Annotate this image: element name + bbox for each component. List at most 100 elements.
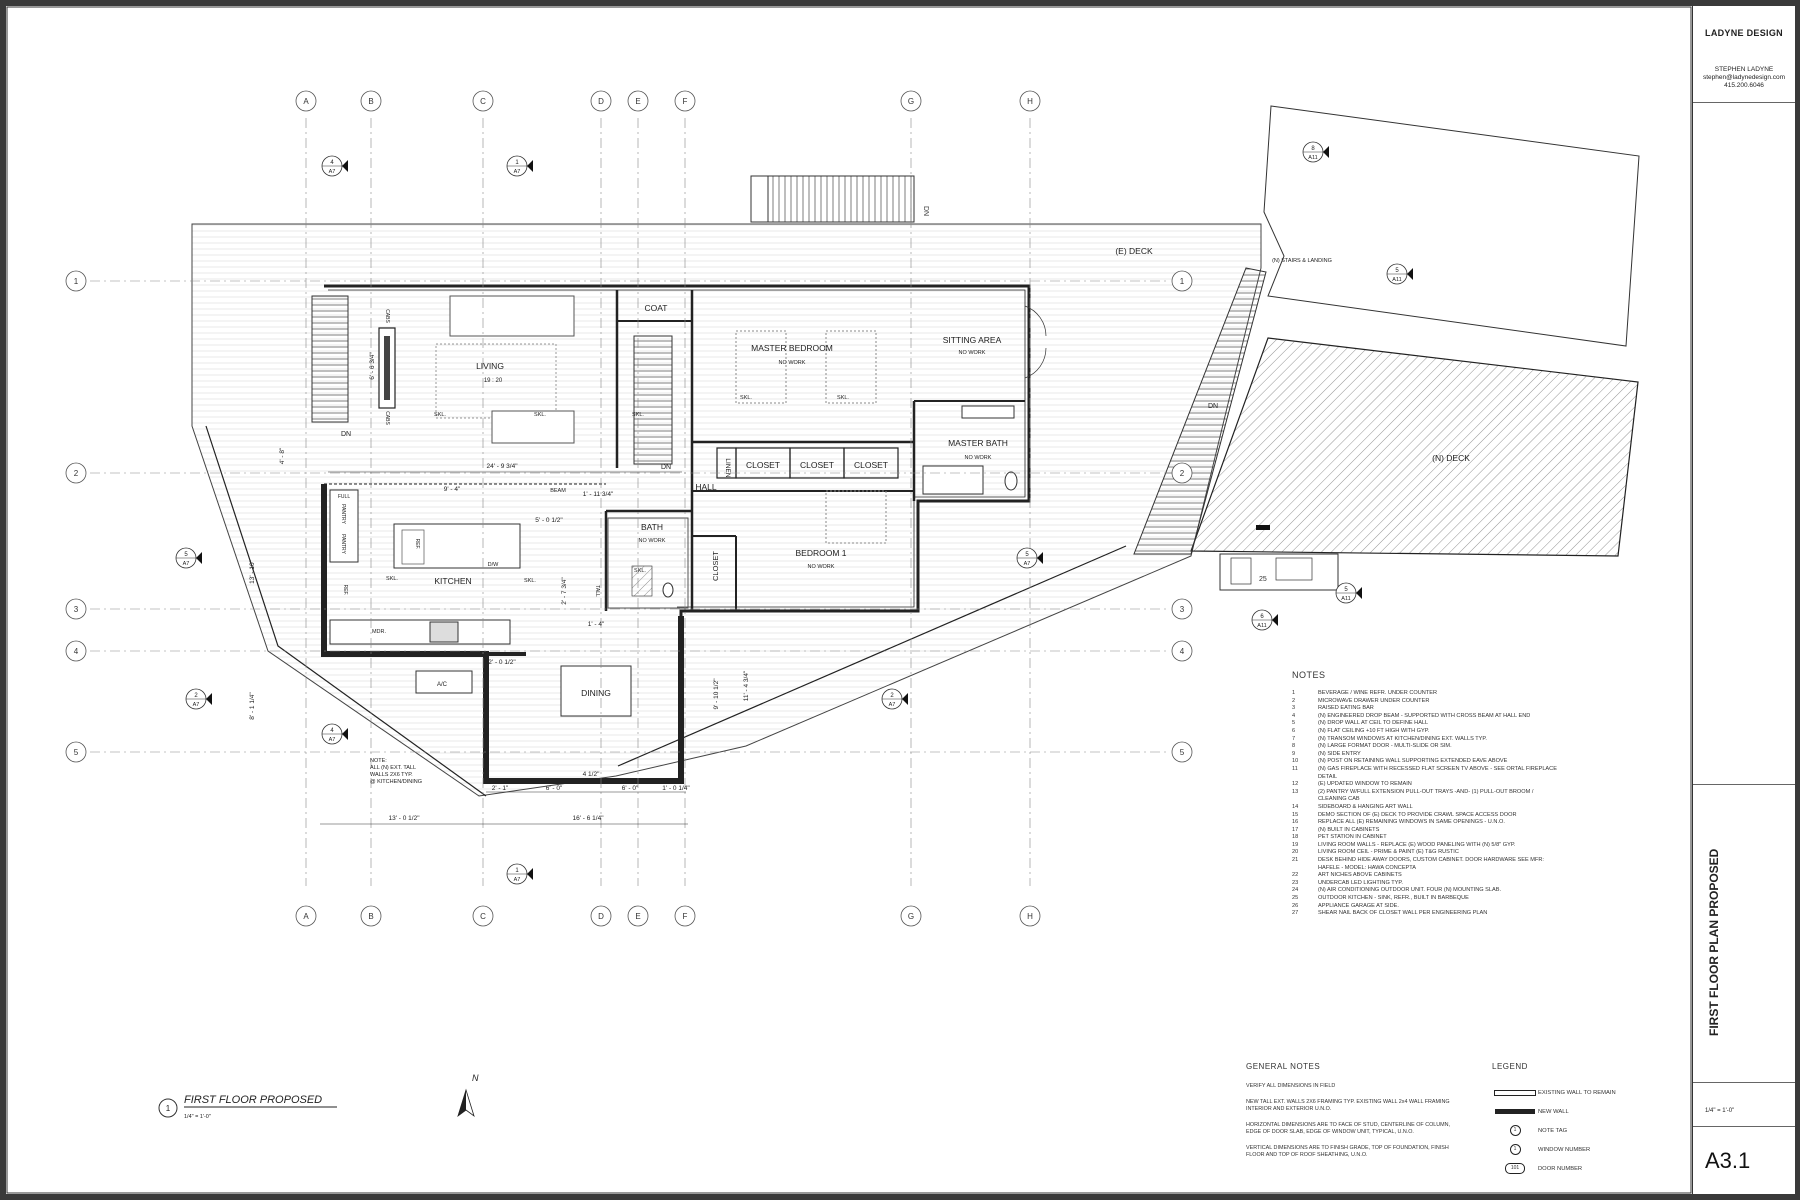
room-linen: LINEN xyxy=(724,458,731,477)
window-number-icon: 1 xyxy=(1492,1144,1538,1155)
svg-text:1: 1 xyxy=(515,160,519,166)
label-dw: D/W xyxy=(488,562,500,568)
note-number: 21 xyxy=(1292,857,1299,864)
room-closet-bedroom: CLOSET xyxy=(711,551,720,581)
deck-stairs xyxy=(1133,267,1267,555)
note-number: 19 xyxy=(1292,841,1299,848)
general-notes: GENERAL NOTES VERIFY ALL DIMENSIONS IN F… xyxy=(1246,1062,1466,1168)
note-tag-icon: 1 xyxy=(1492,1125,1538,1136)
note-text: ART NICHES ABOVE CABINETS xyxy=(1318,872,1402,879)
label-dn-deck: DN xyxy=(1208,403,1218,410)
grid-bubble-row-4: 4 xyxy=(65,640,87,662)
section-marker: 5A7 xyxy=(175,547,202,569)
room-bedroom-1-no-work: NO WORK xyxy=(808,564,835,570)
label-skl-4: SKL. xyxy=(740,395,752,401)
top-stair xyxy=(767,175,915,223)
sheet-title: FIRST FLOOR PLAN PROPOSED xyxy=(1707,848,1721,1036)
note-number: 11 xyxy=(1292,765,1298,772)
north-arrow: N xyxy=(457,1073,479,1118)
note-text: APPLIANCE GARAGE AT SIDE. xyxy=(1318,902,1399,909)
label-dn-left: DN xyxy=(341,431,351,438)
section-marker: 5A7 xyxy=(1016,547,1043,569)
note-text: REPLACE ALL (E) REMAINING WINDOWS IN SAM… xyxy=(1318,819,1505,826)
note-item: 7(N) TRANSOM WINDOWS AT KITCHEN/DINING E… xyxy=(1292,736,1562,744)
note-number: 22 xyxy=(1292,872,1299,879)
section-marker: 1A7 xyxy=(506,155,533,177)
grid-bubble-col-F: F xyxy=(674,90,696,112)
divider xyxy=(1693,102,1795,103)
room-sitting-no-work: NO WORK xyxy=(959,350,986,356)
note-number: 17 xyxy=(1292,826,1299,833)
label-skl-2: SKL. xyxy=(534,412,546,418)
note-number: 9 xyxy=(1292,750,1296,757)
drawing-sheet: DN 25 xyxy=(6,6,1794,1194)
svg-text:A7: A7 xyxy=(183,561,190,567)
deck-edge-right xyxy=(617,545,1127,767)
grid-bubble-col-H: H xyxy=(1019,905,1041,927)
svg-text:A: A xyxy=(303,912,309,921)
svg-text:D: D xyxy=(598,912,604,921)
center-stair xyxy=(633,335,673,465)
dim-dining-c: 6' - 0" xyxy=(622,785,639,792)
dim-lower-left: 13' - 0 1/2" xyxy=(388,815,420,822)
section-marker: 4A7 xyxy=(321,155,348,177)
room-bath: BATH xyxy=(641,522,663,532)
firm-contact: STEPHEN LADYNE stephen@ladynedesign.com … xyxy=(1693,66,1795,90)
note-text: (N) BUILT IN CABINETS xyxy=(1318,826,1380,833)
room-coat: COAT xyxy=(645,303,668,313)
section-marker: 2A7 xyxy=(881,688,908,710)
svg-text:A7: A7 xyxy=(514,169,521,175)
svg-text:H: H xyxy=(1027,97,1033,106)
svg-text:8: 8 xyxy=(1311,146,1315,152)
note-item: 8(N) LARGE FORMAT DOOR - MULTI-SLIDE OR … xyxy=(1292,743,1562,751)
room-closet-1: CLOSET xyxy=(746,460,780,470)
room-kitchen: KITCHEN xyxy=(434,576,471,586)
grid-bubble-col-H: H xyxy=(1019,90,1041,112)
svg-text:5: 5 xyxy=(1180,748,1185,757)
note-number: 1 xyxy=(1292,690,1296,696)
svg-text:6: 6 xyxy=(1260,614,1264,620)
grid-bubble-row-1: 1 xyxy=(65,270,87,292)
room-sitting-area: SITTING AREA xyxy=(943,335,1002,345)
note-number: 18 xyxy=(1292,834,1299,841)
note-item: 17 (N) BUILT IN CABINETS xyxy=(1292,827,1562,835)
svg-text:A7: A7 xyxy=(889,702,896,708)
contact-name: STEPHEN LADYNE xyxy=(1714,66,1774,73)
divider xyxy=(1693,1082,1795,1083)
master-bed-area xyxy=(735,330,787,404)
grid-bubble-row-3: 3 xyxy=(1171,598,1193,620)
note-text: MICROWAVE DRAWER UNDER COUNTER xyxy=(1318,697,1430,704)
label-ref-2: REF. xyxy=(342,585,348,596)
legend-item-wall-existing: EXISTING WALL TO REMAIN xyxy=(1492,1083,1662,1102)
grid-bubble-col-D: D xyxy=(590,905,612,927)
svg-text:A: A xyxy=(303,97,309,106)
svg-text:A11: A11 xyxy=(1341,596,1350,602)
room-e-deck: (E) DECK xyxy=(1115,246,1153,256)
label-ac: A/C xyxy=(437,682,448,688)
note-text: SHEAR NAIL BACK OF CLOSET WALL PER ENGIN… xyxy=(1318,910,1488,917)
pantry xyxy=(329,489,359,563)
note-number: 20 xyxy=(1292,849,1299,856)
note-item: 5(N) DROP WALL AT CEIL TO DEFINE HALL xyxy=(1292,720,1562,728)
note-item: 11(N) GAS FIREPLACE WITH RECESSED FLAT S… xyxy=(1292,766,1562,781)
note-text: (N) TRANSOM WINDOWS AT KITCHEN/DINING EX… xyxy=(1318,735,1487,742)
dim-dining-d: 1' - 0 1/4" xyxy=(662,785,690,792)
label-dn-top: DN xyxy=(922,206,929,216)
dim-left-b: 13' - 10" xyxy=(249,559,256,583)
note-number: 14 xyxy=(1292,803,1299,810)
note-text: (N) AIR CONDITIONING OUTDOOR UNIT. FOUR … xyxy=(1318,887,1502,894)
grid-bubble-col-E: E xyxy=(627,905,649,927)
svg-text:5: 5 xyxy=(184,552,188,558)
dim-niche: 1' - 4" xyxy=(588,621,605,628)
label-cabs-2: CABS xyxy=(384,411,390,425)
note-number: 3 xyxy=(1292,705,1296,712)
general-notes-title: GENERAL NOTES xyxy=(1246,1062,1321,1071)
label-cabs-1: CABS xyxy=(384,309,390,323)
room-master-bath: MASTER BATH xyxy=(948,438,1008,448)
room-living-size: 19 : 20 xyxy=(484,378,503,384)
grid-bubble-col-A: A xyxy=(295,905,317,927)
